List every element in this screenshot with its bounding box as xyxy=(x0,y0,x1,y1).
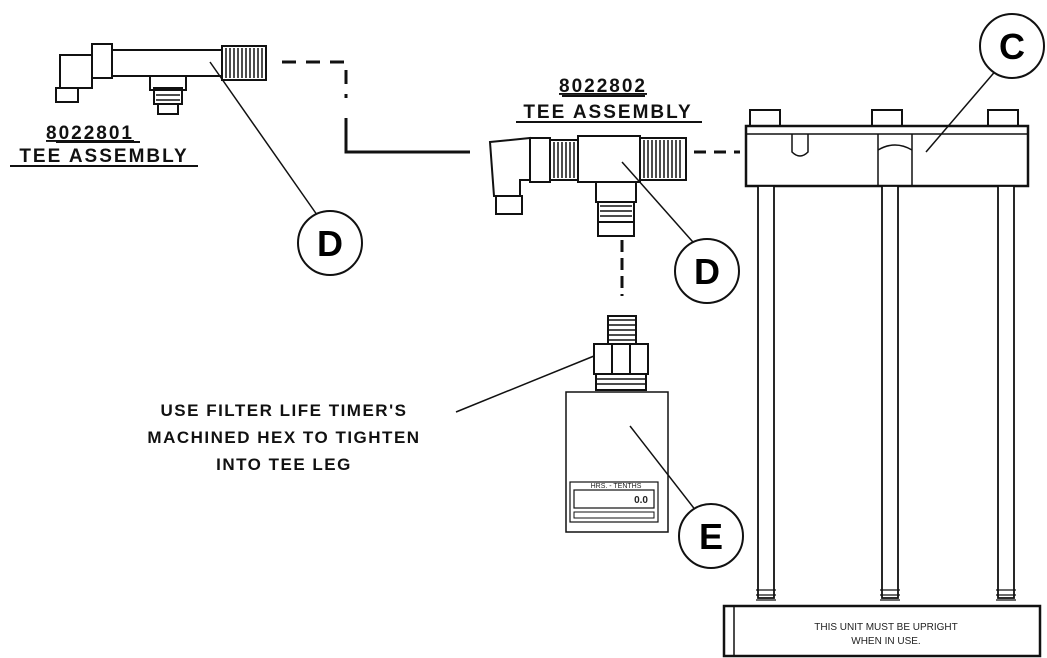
filter-housing xyxy=(722,109,1042,658)
tee1-part-number: 8022801 xyxy=(46,123,134,144)
callout-d1-leader xyxy=(209,61,323,223)
callout-c-letter: C xyxy=(999,26,1025,67)
instruction-line-2: MACHINED HEX TO TIGHTEN xyxy=(147,428,420,447)
callout-e-letter: E xyxy=(699,516,723,557)
connection-path xyxy=(282,60,470,154)
callout-e-circle xyxy=(678,503,744,569)
callout-d1-letter: D xyxy=(317,223,343,264)
base-plate-warning-line-2: WHEN IN USE. xyxy=(851,636,920,647)
callout-c-circle xyxy=(979,13,1045,79)
base-plate-warning-line-1: THIS UNIT MUST BE UPRIGHT xyxy=(814,622,958,633)
callout-c-leader xyxy=(925,67,999,153)
instruction-leader-line xyxy=(455,355,595,413)
callout-d2-leader xyxy=(621,161,701,251)
tee2-assembly-label: TEE ASSEMBLY xyxy=(523,102,692,123)
timer-display-header: HRS. - TENTHS xyxy=(591,483,642,490)
callout-d1-circle xyxy=(297,210,363,276)
tee1-assembly-label: TEE ASSEMBLY xyxy=(19,146,188,167)
tee2-part-number: 8022802 xyxy=(559,76,647,97)
tee-assembly-8022802 xyxy=(488,135,687,237)
timer-display-reading: 0.0 xyxy=(634,495,648,506)
instruction-line-3: INTO TEE LEG xyxy=(216,455,352,474)
instruction-line-1: USE FILTER LIFE TIMER'S xyxy=(161,401,408,420)
callout-d2-letter: D xyxy=(694,251,720,292)
tee-assembly-8022801 xyxy=(55,43,267,115)
callout-e-leader xyxy=(629,425,701,517)
filter-life-timer xyxy=(565,315,669,533)
callout-d2-circle xyxy=(674,238,740,304)
